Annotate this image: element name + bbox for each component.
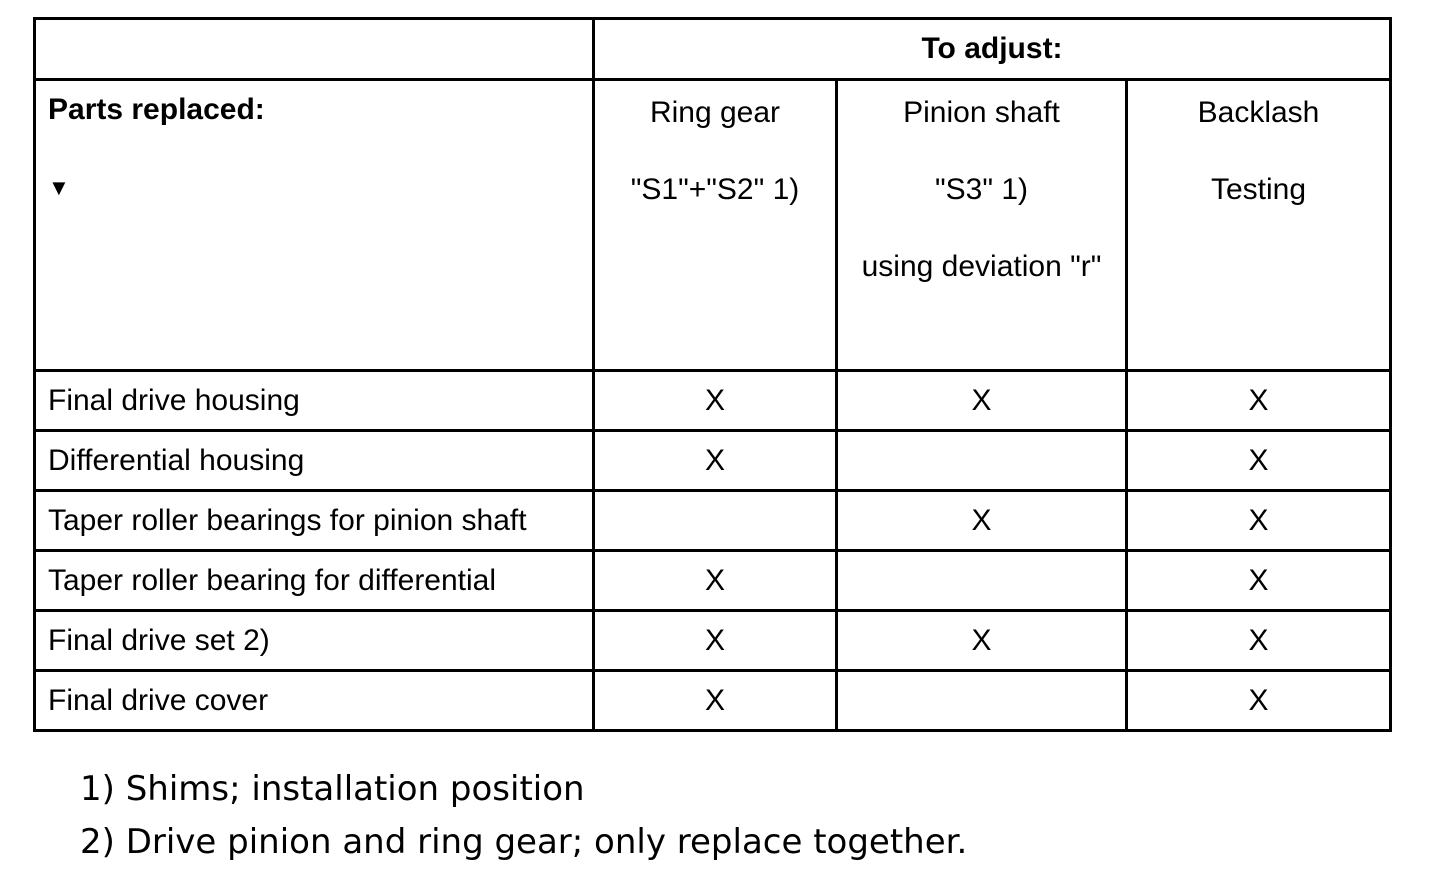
mark-cell: X xyxy=(592,669,838,732)
header-line: Backlash xyxy=(1197,96,1320,129)
row-header-label: Parts replaced: xyxy=(48,93,265,126)
mark-cell: X xyxy=(835,369,1128,432)
adjustment-table: To adjust: Parts replaced: ▼ Ring gear "… xyxy=(33,17,1392,732)
footnote-1: 1) Shims; installation position xyxy=(80,769,585,809)
row-label: Taper roller bearing for differential xyxy=(33,549,595,612)
footnote-2: 2) Drive pinion and ring gear; only repl… xyxy=(80,822,968,862)
mark-cell: X xyxy=(592,549,838,612)
row-label: Final drive set 2) xyxy=(33,609,595,672)
header-line: using deviation "r" xyxy=(861,250,1102,283)
mark-cell: X xyxy=(1125,369,1392,432)
mark-cell: X xyxy=(835,609,1128,672)
header-line: Testing xyxy=(1210,173,1307,206)
mark-cell xyxy=(592,489,838,552)
row-label: Differential housing xyxy=(33,429,595,492)
row-label: Final drive cover xyxy=(33,669,595,732)
column-header-ring-gear: Ring gear "S1"+"S2" 1) xyxy=(592,78,838,372)
table-title: To adjust: xyxy=(592,17,1392,81)
column-header-backlash: Backlash Testing xyxy=(1125,78,1392,372)
column-header-pinion-shaft: Pinion shaft "S3" 1) using deviation "r" xyxy=(835,78,1128,372)
footnotes: 1) Shims; installation position 2) Drive… xyxy=(80,763,967,869)
row-header-cell: Parts replaced: ▼ xyxy=(33,78,595,372)
mark-cell: X xyxy=(592,609,838,672)
header-line: Ring gear xyxy=(649,96,781,129)
header-line: Pinion shaft xyxy=(903,96,1060,129)
table-title-row: To adjust: xyxy=(33,17,1392,81)
header-line: "S3" 1) xyxy=(934,173,1028,206)
mark-cell: X xyxy=(1125,669,1392,732)
header-line: "S1"+"S2" 1) xyxy=(630,173,800,206)
down-arrow-icon: ▼ xyxy=(48,175,70,200)
mark-cell xyxy=(835,669,1128,732)
mark-cell xyxy=(835,429,1128,492)
row-label: Taper roller bearings for pinion shaft xyxy=(33,489,595,552)
row-label: Final drive housing xyxy=(33,369,595,432)
mark-cell: X xyxy=(835,489,1128,552)
mark-cell: X xyxy=(1125,489,1392,552)
mark-cell: X xyxy=(592,369,838,432)
empty-corner-cell xyxy=(33,17,595,81)
mark-cell: X xyxy=(1125,609,1392,672)
mark-cell: X xyxy=(1125,429,1392,492)
mark-cell: X xyxy=(1125,549,1392,612)
column-header-row: Parts replaced: ▼ Ring gear "S1"+"S2" 1)… xyxy=(33,78,1392,372)
mark-cell: X xyxy=(592,429,838,492)
mark-cell xyxy=(835,549,1128,612)
